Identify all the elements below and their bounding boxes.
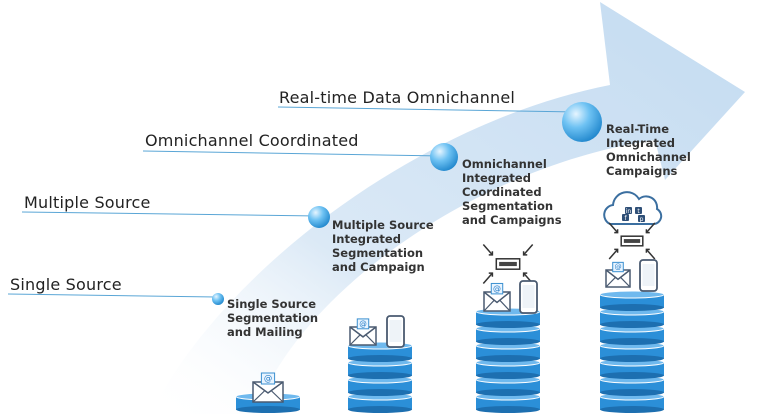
svg-text:p: p	[640, 216, 644, 223]
database-stacks	[235, 290, 665, 413]
desc-line: Single Source	[227, 297, 317, 311]
stage-label-1: Single Source	[10, 275, 122, 294]
desc-line: Coordinated	[462, 185, 542, 199]
email-icon: @	[349, 318, 377, 346]
svg-text:@: @	[614, 262, 621, 271]
pinterest-icon: p	[638, 215, 645, 223]
smartphone-icon	[639, 259, 658, 292]
database-stack-4	[599, 290, 665, 413]
desc-line: Integrated	[332, 232, 401, 246]
svg-text:@: @	[264, 373, 272, 383]
stage-label-2: Multiple Source	[24, 193, 151, 212]
leader-line-3	[142, 150, 444, 157]
linkedin-icon: in	[625, 207, 632, 215]
compress-arrows-icon	[608, 222, 656, 260]
smartphone-icon	[519, 280, 538, 314]
growth-arrow	[150, 2, 745, 414]
twitter-icon: t	[635, 207, 642, 215]
email-icon: @	[605, 261, 631, 288]
stage-label-3: Omnichannel Coordinated	[145, 131, 359, 150]
desc-line: Segmentation	[332, 246, 424, 260]
stage-description-2: Multiple Source Integrated Segmentation …	[332, 218, 434, 274]
desc-line: Integrated	[462, 171, 531, 185]
stage-description-3: Omnichannel Integrated Coordinated Segme…	[462, 157, 562, 227]
stage-label-4: Real-time Data Omnichannel	[279, 88, 516, 107]
database-stack-2	[347, 341, 413, 413]
leader-line-2	[21, 211, 319, 217]
desc-line: Integrated	[606, 136, 675, 150]
desc-line: Segmentation	[227, 311, 319, 325]
leader-line-4	[277, 106, 579, 113]
desc-line: Multiple Source	[332, 218, 434, 232]
desc-line: Omnichannel	[462, 157, 547, 171]
smartphone-icon	[386, 315, 405, 348]
desc-line: Omnichannel	[606, 150, 691, 164]
stage-bubble-1	[212, 293, 224, 305]
database-disc	[599, 392, 665, 413]
stage-description-1: Single Source Segmentation and Mailing	[227, 297, 318, 339]
svg-text:t: t	[637, 208, 640, 215]
desc-line: and Campaigns	[462, 213, 562, 227]
database-stack-3	[475, 307, 541, 413]
desc-line: and Campaign	[332, 260, 425, 274]
stage-description-4: Real-Time Integrated Omnichannel Campaig…	[606, 122, 691, 178]
email-icon: @	[483, 282, 511, 312]
leader-lines	[7, 106, 579, 298]
desc-line: and Mailing	[227, 325, 303, 339]
database-disc	[599, 290, 665, 311]
leader-line-1	[7, 293, 217, 298]
email-icon: @	[252, 372, 284, 403]
svg-text:in: in	[626, 208, 632, 215]
stage-bubble-2	[308, 206, 330, 228]
compress-arrows-icon	[482, 244, 534, 284]
desc-line: Real-Time	[606, 122, 670, 136]
svg-text:@: @	[359, 319, 367, 328]
stage-bubble-4	[562, 102, 602, 142]
stage-bubble-3	[430, 143, 458, 171]
desc-line: Segmentation	[462, 199, 554, 213]
facebook-icon: f	[622, 214, 629, 222]
svg-text:@: @	[493, 284, 501, 293]
svg-text:f: f	[624, 215, 627, 222]
desc-line: Campaigns	[606, 164, 678, 178]
